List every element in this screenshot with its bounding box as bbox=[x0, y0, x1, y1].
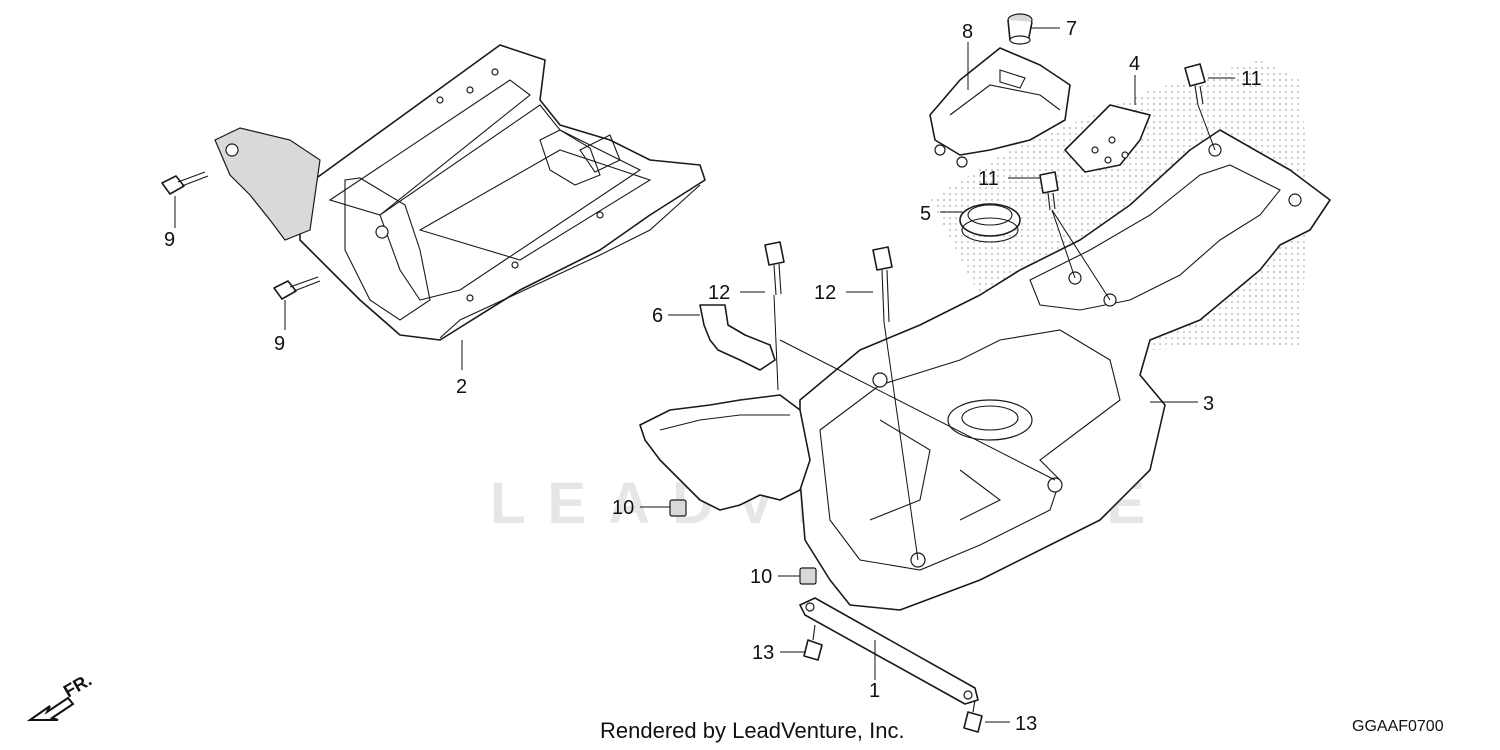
part-11-bolt-top bbox=[1184, 63, 1206, 106]
callout-labels: 1 2 3 4 5 6 7 8 9 9 10 10 11 11 12 12 13… bbox=[164, 18, 1262, 735]
part-9-screw-upper bbox=[161, 171, 209, 195]
callout-13-left: 13 bbox=[752, 642, 774, 664]
part-4-plate bbox=[1064, 104, 1151, 173]
part-8-cover bbox=[929, 47, 1071, 168]
front-direction-label: FR. bbox=[60, 670, 95, 702]
part-3-side-skirt bbox=[639, 394, 811, 511]
credit-text: Rendered by LeadVenture, Inc. bbox=[600, 718, 905, 743]
part-12-bolt-right bbox=[872, 246, 893, 323]
part-1-stay bbox=[799, 597, 979, 705]
part-5-grommet bbox=[959, 203, 1021, 243]
callout-5: 5 bbox=[920, 203, 931, 225]
part-9-screw-lower bbox=[273, 276, 321, 300]
callout-8: 8 bbox=[962, 21, 973, 43]
part-10-nut-left bbox=[669, 499, 687, 517]
part-7-grommet bbox=[1007, 13, 1033, 45]
part-12-bolt-left bbox=[764, 241, 785, 296]
part-13-bolt-left bbox=[803, 624, 823, 661]
callout-4: 4 bbox=[1129, 53, 1140, 75]
callout-12-left: 12 bbox=[708, 282, 730, 304]
callout-13-right: 13 bbox=[1015, 713, 1037, 735]
callout-12-right: 12 bbox=[814, 282, 836, 304]
callout-3: 3 bbox=[1203, 393, 1214, 415]
diagram-code: GGAAF0700 bbox=[1352, 718, 1444, 735]
part-11-bolt-middle bbox=[1039, 171, 1059, 211]
part-2-inner-box bbox=[214, 44, 706, 341]
callout-9-lower: 9 bbox=[274, 333, 285, 355]
leader-lines bbox=[174, 27, 1235, 723]
callout-6: 6 bbox=[652, 305, 663, 327]
callout-7: 7 bbox=[1066, 18, 1077, 40]
part-6-bracket bbox=[699, 304, 776, 371]
callout-11-middle: 11 bbox=[978, 168, 999, 190]
part-13-bolt-right bbox=[963, 699, 983, 733]
callout-10-right: 10 bbox=[750, 566, 772, 588]
callout-9-upper: 9 bbox=[164, 229, 175, 251]
front-direction-arrow-icon: FR. bbox=[26, 670, 95, 721]
part-10-nut-right bbox=[799, 567, 817, 585]
callout-2: 2 bbox=[456, 376, 467, 398]
callout-10-left: 10 bbox=[612, 497, 634, 519]
callout-11-top: 11 bbox=[1241, 68, 1262, 90]
callout-1: 1 bbox=[869, 680, 880, 702]
